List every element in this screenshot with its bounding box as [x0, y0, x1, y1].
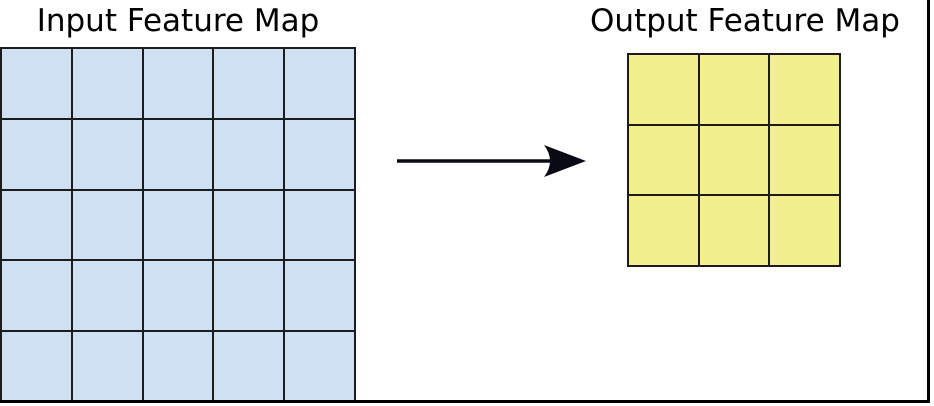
grid-cell [143, 49, 213, 118]
output-feature-map-grid [627, 53, 841, 267]
grid-cell [214, 261, 284, 331]
grid-cell [699, 125, 769, 195]
grid-cell [285, 261, 354, 331]
grid-cell [2, 190, 71, 260]
grid-cell [770, 55, 839, 124]
grid-cell [285, 49, 354, 118]
grid-cell [214, 332, 284, 401]
frame-border-right [927, 0, 930, 403]
right-arrow-icon [397, 145, 586, 177]
grid-cell [214, 119, 284, 189]
grid-cell [72, 190, 142, 260]
frame-border-bottom [0, 400, 930, 403]
output-map-title: Output Feature Map [590, 3, 900, 39]
grid-cell [629, 125, 698, 195]
grid-cell [72, 119, 142, 189]
grid-cell [214, 49, 284, 118]
grid-cell [143, 261, 213, 331]
grid-cell [214, 190, 284, 260]
grid-cell [72, 49, 142, 118]
grid-cell [2, 49, 71, 118]
grid-cell [2, 119, 71, 189]
grid-cell [285, 332, 354, 401]
grid-cell [143, 190, 213, 260]
grid-cell [143, 119, 213, 189]
grid-cell [699, 55, 769, 124]
grid-cell [143, 332, 213, 401]
grid-cell [2, 261, 71, 331]
grid-cell [770, 196, 839, 265]
grid-cell [629, 196, 698, 265]
grid-cell [629, 55, 698, 124]
grid-cell [285, 190, 354, 260]
grid-cell [770, 125, 839, 195]
input-feature-map-grid [0, 47, 356, 403]
grid-cell [699, 196, 769, 265]
grid-cell [285, 119, 354, 189]
input-map-title: Input Feature Map [36, 3, 320, 39]
grid-cell [72, 332, 142, 401]
grid-cell [2, 332, 71, 401]
grid-cell [72, 261, 142, 331]
